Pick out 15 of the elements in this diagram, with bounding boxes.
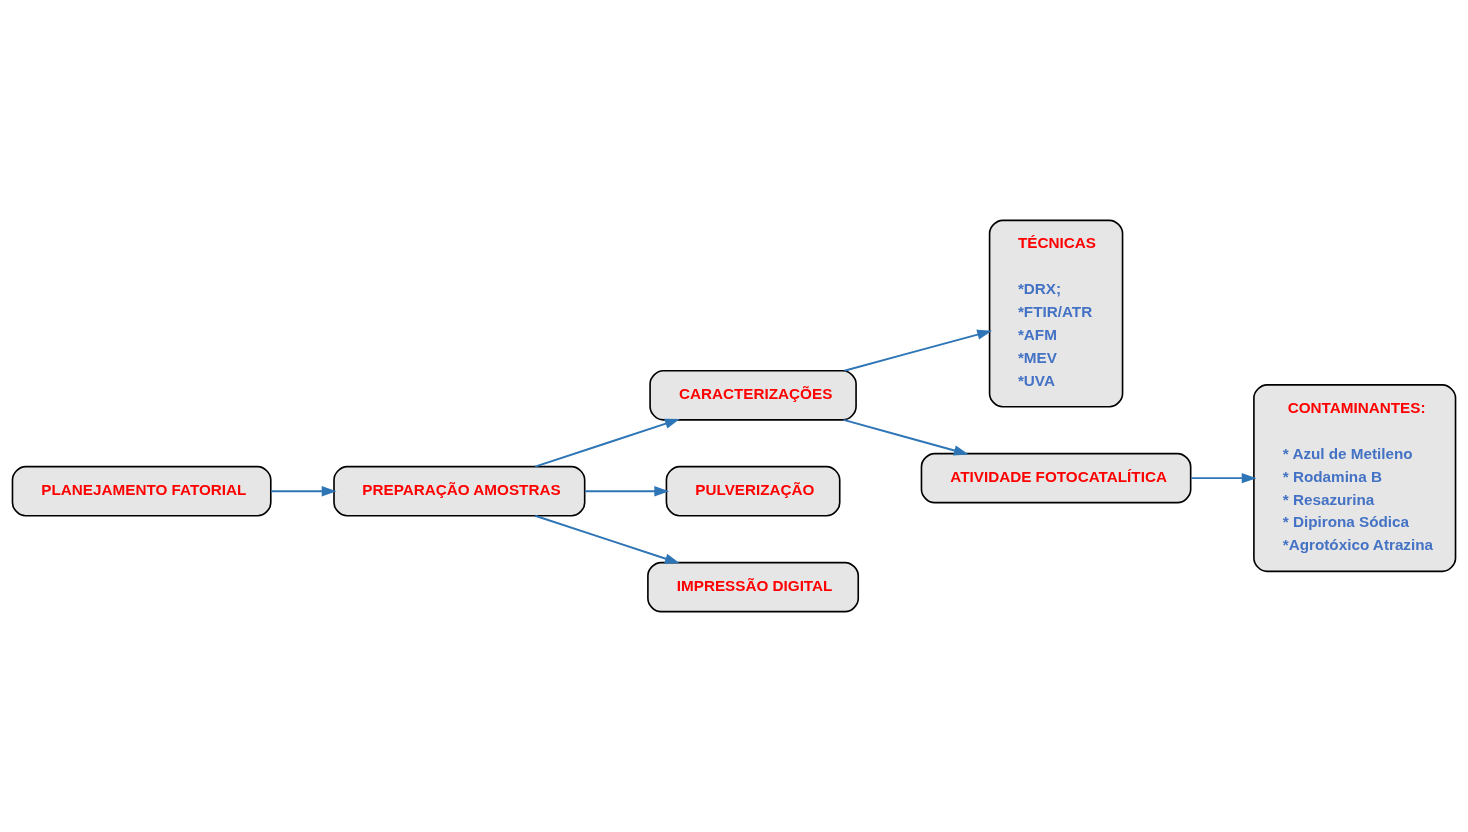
arrow (1190, 472, 1257, 484)
arrow (270, 486, 337, 497)
node-box: IMPRESSÃO DIGITAL (647, 561, 860, 613)
node-box: CONTAMINANTES: * Azul de Metileno * Rodamina B * Resazurina * Dipirona Sódica *Agrotóxico Atrazina (1253, 384, 1457, 573)
node-box: PULVERIZAÇÃO (665, 465, 841, 517)
arrow (842, 418, 969, 456)
node-box: CARACTERIZAÇÕES (649, 369, 857, 421)
node-box: ATIVIDADE FOTOCATALÍTICA (920, 452, 1192, 504)
node-box: PREPARAÇÃO AMOSTRAS (333, 465, 586, 517)
arrow (534, 418, 680, 468)
node-box: PLANEJAMENTO FATORIAL (11, 465, 272, 517)
arrow (534, 514, 680, 564)
node-box: TÉCNICAS *DRX; *FTIR/ATR *AFM *MEV *UVA (988, 219, 1124, 408)
arrow (583, 486, 670, 497)
arrow (843, 329, 993, 372)
